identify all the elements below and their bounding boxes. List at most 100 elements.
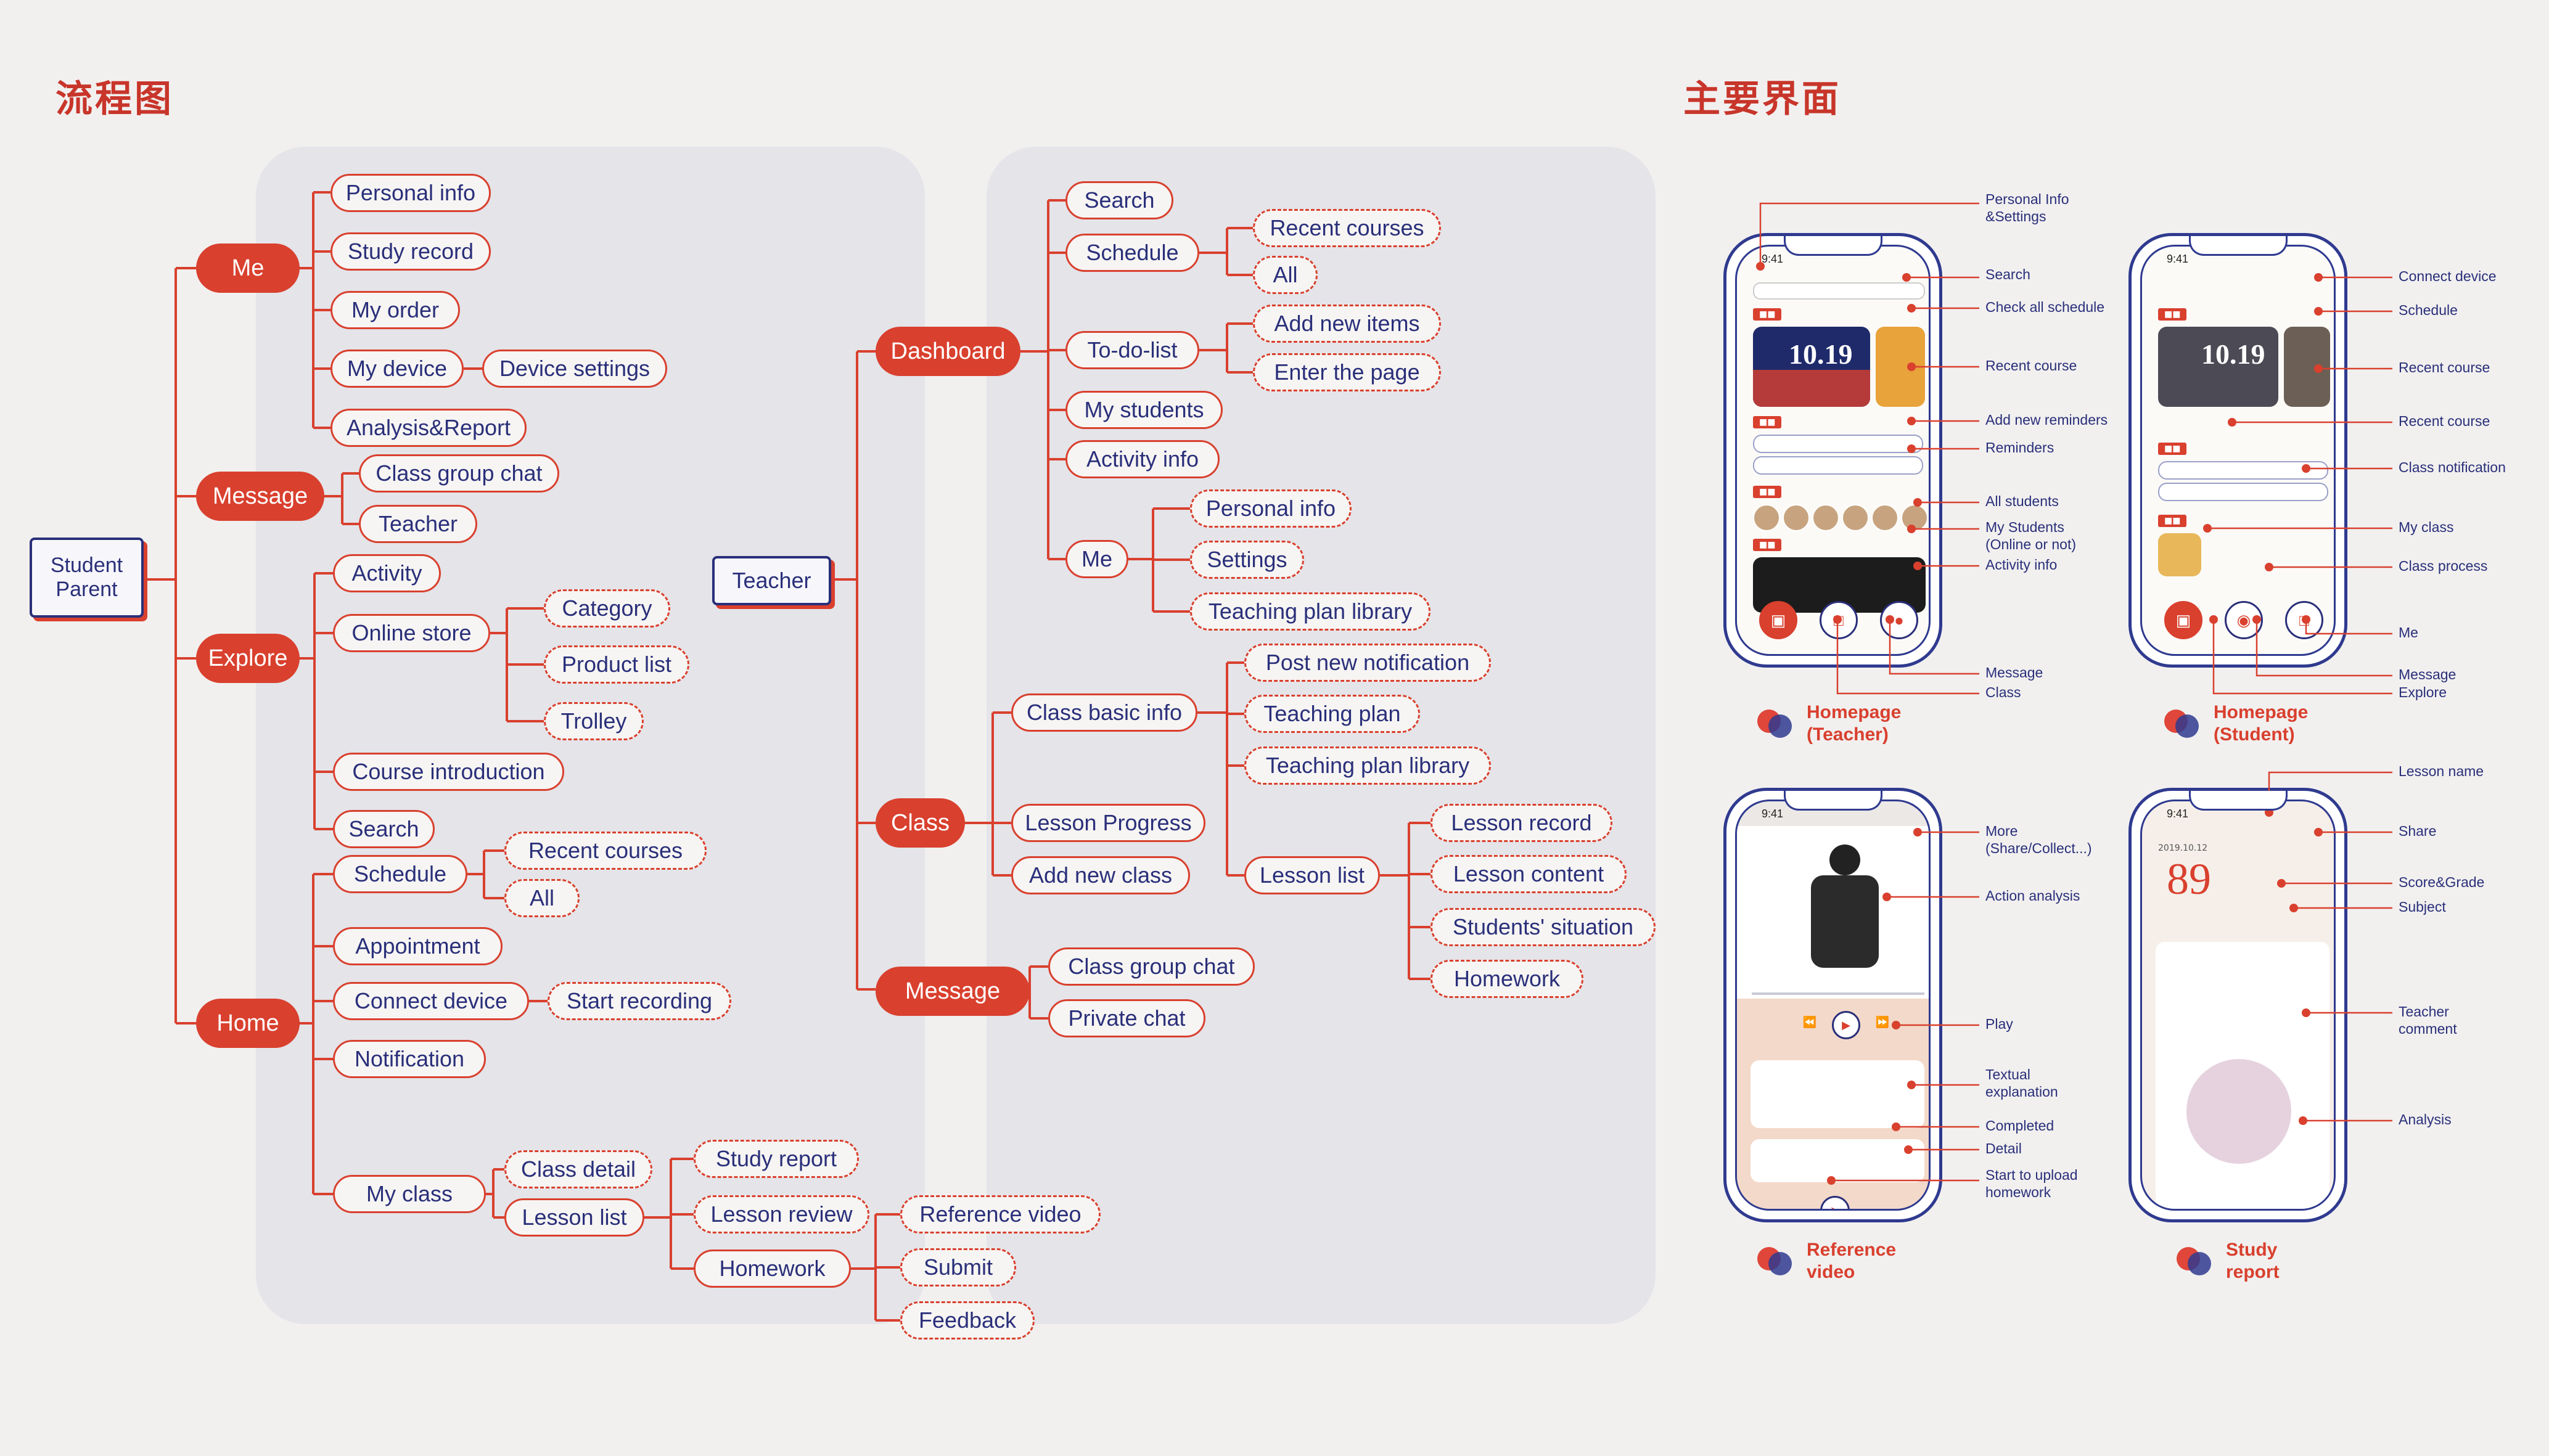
next-course-card[interactable] — [2284, 327, 2330, 407]
class-thumbnail[interactable] — [2158, 533, 2201, 576]
reminder-row[interactable] — [1753, 456, 1923, 475]
class-basic-info-node[interactable]: Class basic info — [1011, 693, 1197, 732]
lesson-review-node[interactable]: Lesson review — [694, 1195, 869, 1233]
search-node[interactable]: Search — [333, 810, 435, 848]
teaching-plan-node[interactable]: Teaching plan — [1244, 695, 1420, 733]
caption-dots-icon — [1757, 706, 1794, 738]
lesson-record-node[interactable]: Lesson record — [1430, 804, 1612, 842]
progress-track[interactable] — [1752, 992, 1924, 995]
ann-play: Play — [1985, 1016, 2013, 1032]
submit-node[interactable]: Submit — [900, 1248, 1016, 1286]
teacher-lesson-list-node[interactable]: Lesson list — [1244, 856, 1380, 894]
class-tab-icon[interactable]: ▣ — [1759, 601, 1797, 639]
notification-row[interactable] — [2158, 483, 2328, 501]
todo-list-node[interactable]: To-do-list — [1065, 331, 1199, 369]
ann-check-schedule: Check all schedule — [1985, 299, 2105, 315]
ann-recent-course-2: Recent course — [2399, 413, 2490, 429]
message-category[interactable]: Message — [196, 472, 324, 521]
search-bar[interactable] — [1753, 282, 1925, 300]
card-stripe — [1753, 370, 1870, 407]
trolley-node[interactable]: Trolley — [544, 702, 644, 740]
my-class-node[interactable]: My class — [333, 1175, 486, 1213]
my-device-node[interactable]: My device — [330, 350, 464, 388]
class-group-chat-node[interactable]: Class group chat — [359, 454, 559, 493]
ann-all-students: All students — [1985, 493, 2059, 509]
reminder-row[interactable] — [1753, 435, 1923, 453]
schedule-section-label: ■■ — [1753, 308, 1782, 321]
playback-controls: ⏪ ▶ ⏩ — [1799, 1011, 1894, 1039]
ann-class-process: Class process — [2399, 558, 2488, 574]
teacher-search-node[interactable]: Search — [1065, 181, 1173, 219]
post-new-notification-node[interactable]: Post new notification — [1244, 644, 1491, 682]
schedule-node[interactable]: Schedule — [333, 855, 467, 893]
play-icon[interactable]: ▶ — [1832, 1011, 1860, 1039]
figure-head — [1829, 845, 1860, 875]
home-tab-icon[interactable]: ▣ — [2164, 601, 2202, 639]
teacher-recent-courses-node[interactable]: Recent courses — [1253, 209, 1441, 247]
recent-course-card[interactable]: 10.19 — [2158, 327, 2278, 407]
connect-device-node[interactable]: Connect device — [333, 982, 529, 1020]
personal-info-node[interactable]: Personal info — [330, 174, 491, 212]
explore-category[interactable]: Explore — [196, 634, 300, 683]
all-node[interactable]: All — [504, 879, 580, 917]
teacher-settings-node[interactable]: Settings — [1190, 541, 1304, 579]
video-player[interactable] — [1737, 826, 1929, 999]
home-category[interactable]: Home — [196, 999, 300, 1048]
lesson-list-node[interactable]: Lesson list — [504, 1198, 644, 1237]
rewind-icon[interactable]: ⏪ — [1802, 1015, 1817, 1028]
forward-icon[interactable]: ⏩ — [1875, 1015, 1890, 1028]
lesson-content-node[interactable]: Lesson content — [1430, 855, 1627, 893]
notification-row[interactable] — [2158, 461, 2328, 480]
activity-node[interactable]: Activity — [333, 554, 441, 592]
teacher-schedule-node[interactable]: Schedule — [1065, 234, 1199, 272]
student-avatars[interactable] — [1753, 504, 1928, 531]
add-new-items-node[interactable]: Add new items — [1253, 305, 1441, 343]
me-category[interactable]: Me — [196, 243, 300, 293]
teacher-class-group-chat-node[interactable]: Class group chat — [1048, 947, 1255, 986]
lesson-progress-node[interactable]: Lesson Progress — [1011, 804, 1205, 842]
class-detail-node[interactable]: Class detail — [504, 1150, 652, 1188]
teacher-message-category[interactable]: Message — [876, 967, 1030, 1016]
teacher-homework-node[interactable]: Homework — [1430, 960, 1583, 998]
online-store-node[interactable]: Online store — [333, 614, 490, 652]
teacher-root[interactable]: Teacher — [712, 556, 831, 605]
recent-courses-node[interactable]: Recent courses — [504, 832, 707, 870]
teaching-plan-library-node[interactable]: Teaching plan library — [1244, 746, 1491, 785]
add-new-class-node[interactable]: Add new class — [1011, 856, 1190, 894]
study-report-node[interactable]: Study report — [694, 1140, 859, 1178]
product-list-node[interactable]: Product list — [544, 645, 689, 684]
students-situation-node[interactable]: Students' situation — [1430, 908, 1656, 946]
enter-the-page-node[interactable]: Enter the page — [1253, 353, 1441, 391]
course-date: 10.19 — [1789, 338, 1853, 370]
my-order-node[interactable]: My order — [330, 291, 460, 329]
study-record-node[interactable]: Study record — [330, 232, 491, 271]
dashboard-category[interactable]: Dashboard — [876, 327, 1020, 376]
teacher-all-node[interactable]: All — [1253, 256, 1318, 294]
start-recording-node[interactable]: Start recording — [548, 982, 731, 1020]
avatar — [1842, 504, 1869, 531]
teacher-personal-info-node[interactable]: Personal info — [1190, 489, 1352, 528]
notch — [1783, 791, 1882, 811]
homework-node[interactable]: Homework — [694, 1249, 851, 1288]
analysis-report-node[interactable]: Analysis&Report — [330, 409, 527, 447]
class-category[interactable]: Class — [876, 798, 965, 848]
recent-course-card[interactable]: 10.19 — [1753, 327, 1870, 407]
appointment-node[interactable]: Appointment — [333, 927, 503, 965]
device-settings-node[interactable]: Device settings — [482, 350, 667, 388]
homework-card[interactable] — [1751, 1139, 1924, 1182]
activity-info-node[interactable]: Activity info — [1065, 440, 1220, 478]
teacher-me-node[interactable]: Me — [1065, 540, 1128, 578]
course-introduction-node[interactable]: Course introduction — [333, 753, 564, 791]
reference-video-node[interactable]: Reference video — [900, 1195, 1101, 1233]
feedback-node[interactable]: Feedback — [900, 1301, 1035, 1339]
notification-node[interactable]: Notification — [333, 1040, 486, 1078]
students-section-label: ■■ — [1753, 486, 1782, 498]
ann-personal-info: Personal Info &Settings — [1985, 191, 2069, 224]
caption-dots-icon — [1757, 1243, 1794, 1275]
teacher-plan-library-node[interactable]: Teaching plan library — [1190, 592, 1430, 631]
category-node[interactable]: Category — [544, 589, 670, 628]
student-parent-root[interactable]: Student Parent — [30, 538, 144, 618]
teacher-node[interactable]: Teacher — [359, 505, 477, 543]
private-chat-node[interactable]: Private chat — [1048, 999, 1205, 1037]
my-students-node[interactable]: My students — [1065, 391, 1223, 429]
